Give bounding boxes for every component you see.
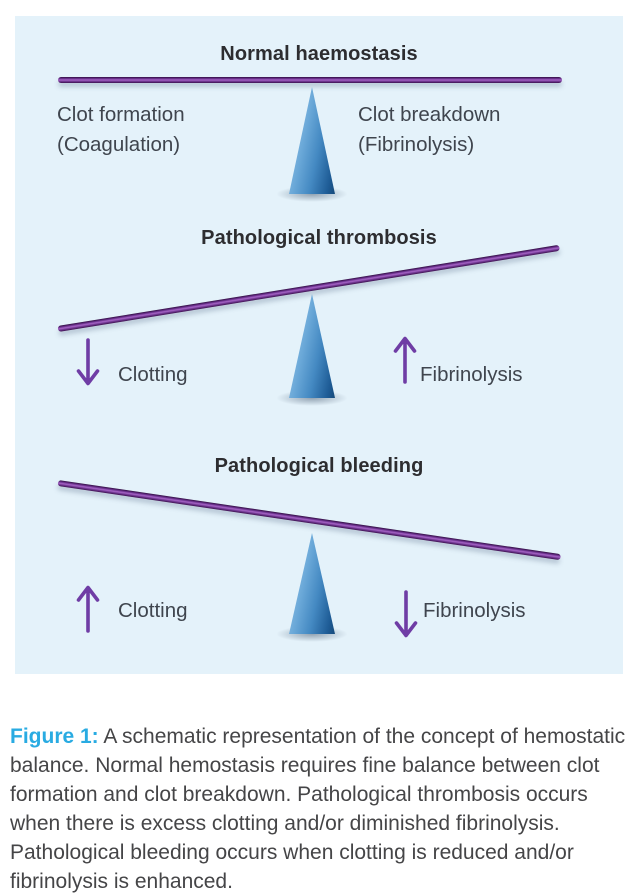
balance-title-pathological-thrombosis: Pathological thrombosis <box>201 227 437 249</box>
diagram-panel: Normal haemostasis Clot formation (Coagu… <box>15 16 623 674</box>
arrow-up-icon <box>392 334 418 386</box>
balance-title-pathological-bleeding: Pathological bleeding <box>214 455 424 477</box>
balance-title-normal-haemostasis: Normal haemostasis <box>220 43 418 65</box>
balance-beam-level <box>58 77 562 83</box>
right-pan-label-clot-breakdown: Clot breakdown (Fibrinolysis) <box>358 100 500 160</box>
figure-caption-text: A schematic representation of the concep… <box>10 725 626 893</box>
label-line: (Coagulation) <box>57 133 181 156</box>
right-pan-label-fibrinolysis: Fibrinolysis <box>420 363 523 386</box>
left-pan-label-clotting: Clotting <box>118 599 188 622</box>
figure-caption: Figure 1: A schematic representation of … <box>10 722 630 896</box>
label-line: Clot breakdown <box>358 103 501 126</box>
fulcrum-triangle-icon <box>289 87 335 194</box>
label-line: (Fibrinolysis) <box>358 133 475 156</box>
left-pan-label-clotting: Clotting <box>118 363 188 386</box>
fulcrum-triangle-icon <box>289 533 335 634</box>
label-line: Clot formation <box>57 103 185 126</box>
right-pan-label-fibrinolysis: Fibrinolysis <box>423 599 526 622</box>
left-pan-label-clot-formation: Clot formation (Coagulation) <box>57 100 185 160</box>
figure-caption-label: Figure 1: <box>10 725 99 748</box>
arrow-up-icon <box>75 583 101 635</box>
arrow-down-icon <box>75 336 101 388</box>
fulcrum-triangle-icon <box>289 294 335 398</box>
arrow-down-icon <box>393 588 419 640</box>
